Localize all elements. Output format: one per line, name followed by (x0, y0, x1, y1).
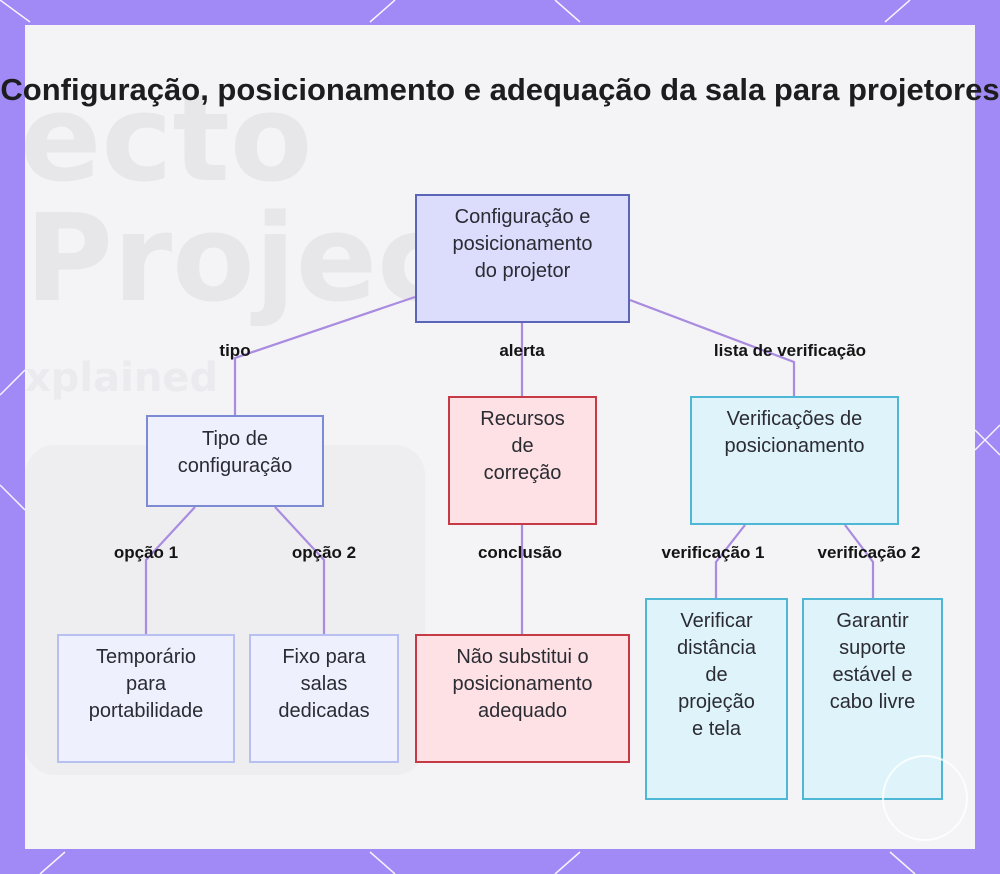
nao-substitui-node: Não substitui o posicionamento adequado (415, 634, 630, 763)
background-watermark-top: ecto (25, 70, 313, 209)
garantir-suporte-label: Garantir suporte estável e cabo livre (829, 610, 916, 713)
edge-root-tipo (233, 295, 416, 415)
edge-label-opcao-2: opção 2 (291, 543, 357, 562)
verificar-distancia-label: Verificar distância de projeção e tela (677, 610, 756, 740)
verificacoes-label: Verificações de posicionamento (724, 408, 865, 457)
verificacoes-node: Verificações de posicionamento (690, 396, 899, 525)
diagram-title: Configuração, posicionamento e adequação… (0, 72, 1000, 107)
edge-label-verificacao-2: verificação 2 (817, 543, 921, 562)
tipo-configuracao-node: Tipo de configuração (146, 415, 324, 507)
tipo-configuracao-label: Tipo de configuração (177, 428, 293, 477)
temporario-node: Temporário para portabilidade (57, 634, 235, 763)
background-watermark-bottom: xplained (25, 355, 219, 401)
edge-root-verificacoes (629, 298, 796, 396)
root-node: Configuração e posicionamento do projeto… (415, 194, 630, 323)
fixo-label: Fixo para salas dedicadas (278, 646, 370, 722)
fixo-node: Fixo para salas dedicadas (249, 634, 399, 763)
edge-label-tipo: tipo (219, 341, 251, 360)
edge-verificacoes-garantir (844, 524, 875, 598)
edge-label-conclusao: conclusão (477, 543, 563, 562)
recursos-correcao-label: Recursos de correção (480, 408, 565, 484)
edge-label-lista: lista de verificação (713, 341, 867, 360)
temporario-label: Temporário para portabilidade (88, 646, 204, 722)
recursos-correcao-node: Recursos de correção (448, 396, 597, 525)
edge-tipo-temporario (144, 506, 196, 634)
verificar-distancia-node: Verificar distância de projeção e tela (645, 598, 788, 800)
watermark-badge-icon (882, 755, 968, 841)
edge-label-alerta: alerta (499, 341, 545, 360)
edge-tipo-fixo (274, 506, 326, 634)
nao-substitui-label: Não substitui o posicionamento adequado (452, 646, 593, 722)
edge-label-opcao-1: opção 1 (113, 543, 179, 562)
edge-verificacoes-verificar (714, 524, 746, 598)
root-node-label: Configuração e posicionamento do projeto… (452, 206, 593, 282)
edge-label-verificacao-1: verificação 1 (661, 543, 765, 562)
